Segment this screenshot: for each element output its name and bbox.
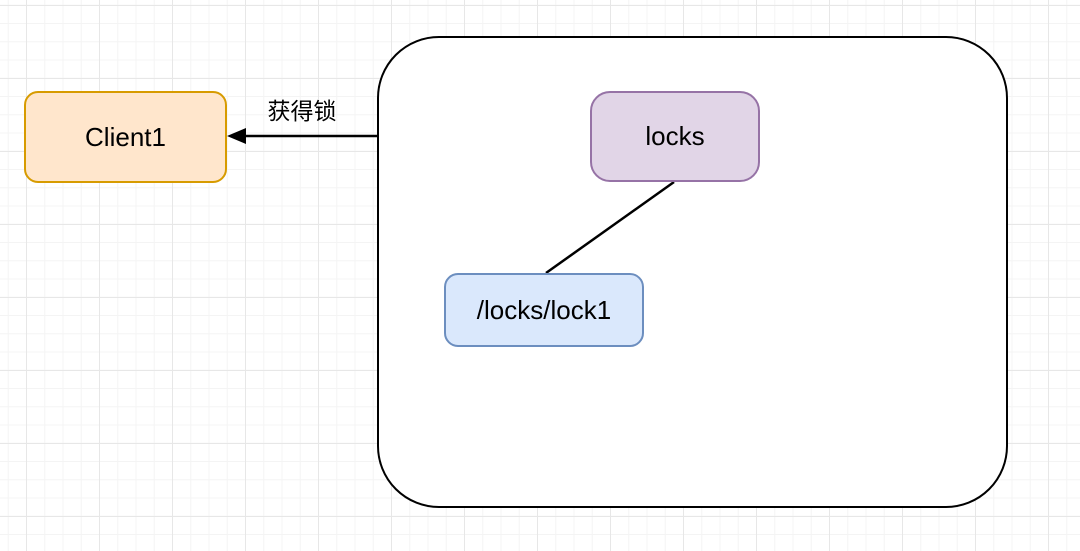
acquire-lock-arrowhead-icon: [227, 128, 246, 144]
node-lock1[interactable]: /locks/lock1: [444, 273, 644, 347]
node-client1-label: Client1: [85, 121, 166, 152]
acquire-lock-edge[interactable]: [227, 128, 378, 144]
locks-to-lock1-edge-line[interactable]: [545, 180, 675, 275]
node-client1[interactable]: Client1: [24, 91, 227, 183]
acquire-lock-edge-label[interactable]: 获得锁: [267, 98, 337, 124]
node-locks[interactable]: locks: [590, 91, 760, 182]
node-lock1-label: /locks/lock1: [476, 294, 612, 325]
node-locks-label: locks: [645, 121, 705, 151]
